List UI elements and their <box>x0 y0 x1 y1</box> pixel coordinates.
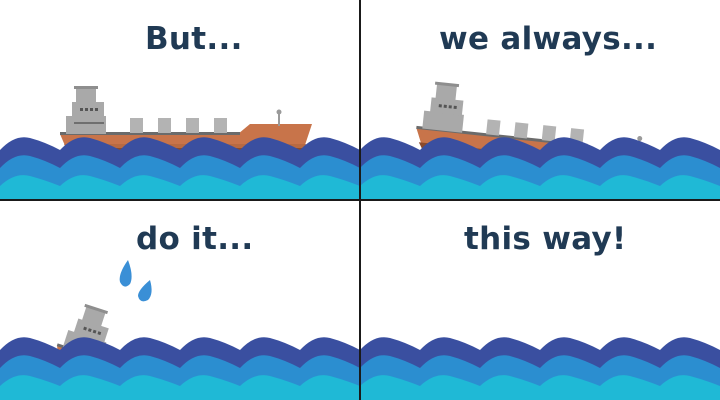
panel-2: we always... <box>360 0 720 200</box>
caption-2: we always... <box>439 21 658 57</box>
scene-3 <box>0 260 360 400</box>
panel-1: But... <box>0 0 360 200</box>
caption-1: But... <box>145 21 243 57</box>
water-drop-icon <box>119 260 152 302</box>
scene-2 <box>360 81 720 200</box>
panel-divider-horizontal <box>0 199 720 201</box>
panel-3: do it... <box>0 200 360 400</box>
caption-3: do it... <box>136 221 254 257</box>
panel-4: this way! <box>360 200 720 400</box>
wave-icon <box>360 337 720 400</box>
caption-4: this way! <box>464 221 627 257</box>
wave-icon <box>0 337 360 400</box>
